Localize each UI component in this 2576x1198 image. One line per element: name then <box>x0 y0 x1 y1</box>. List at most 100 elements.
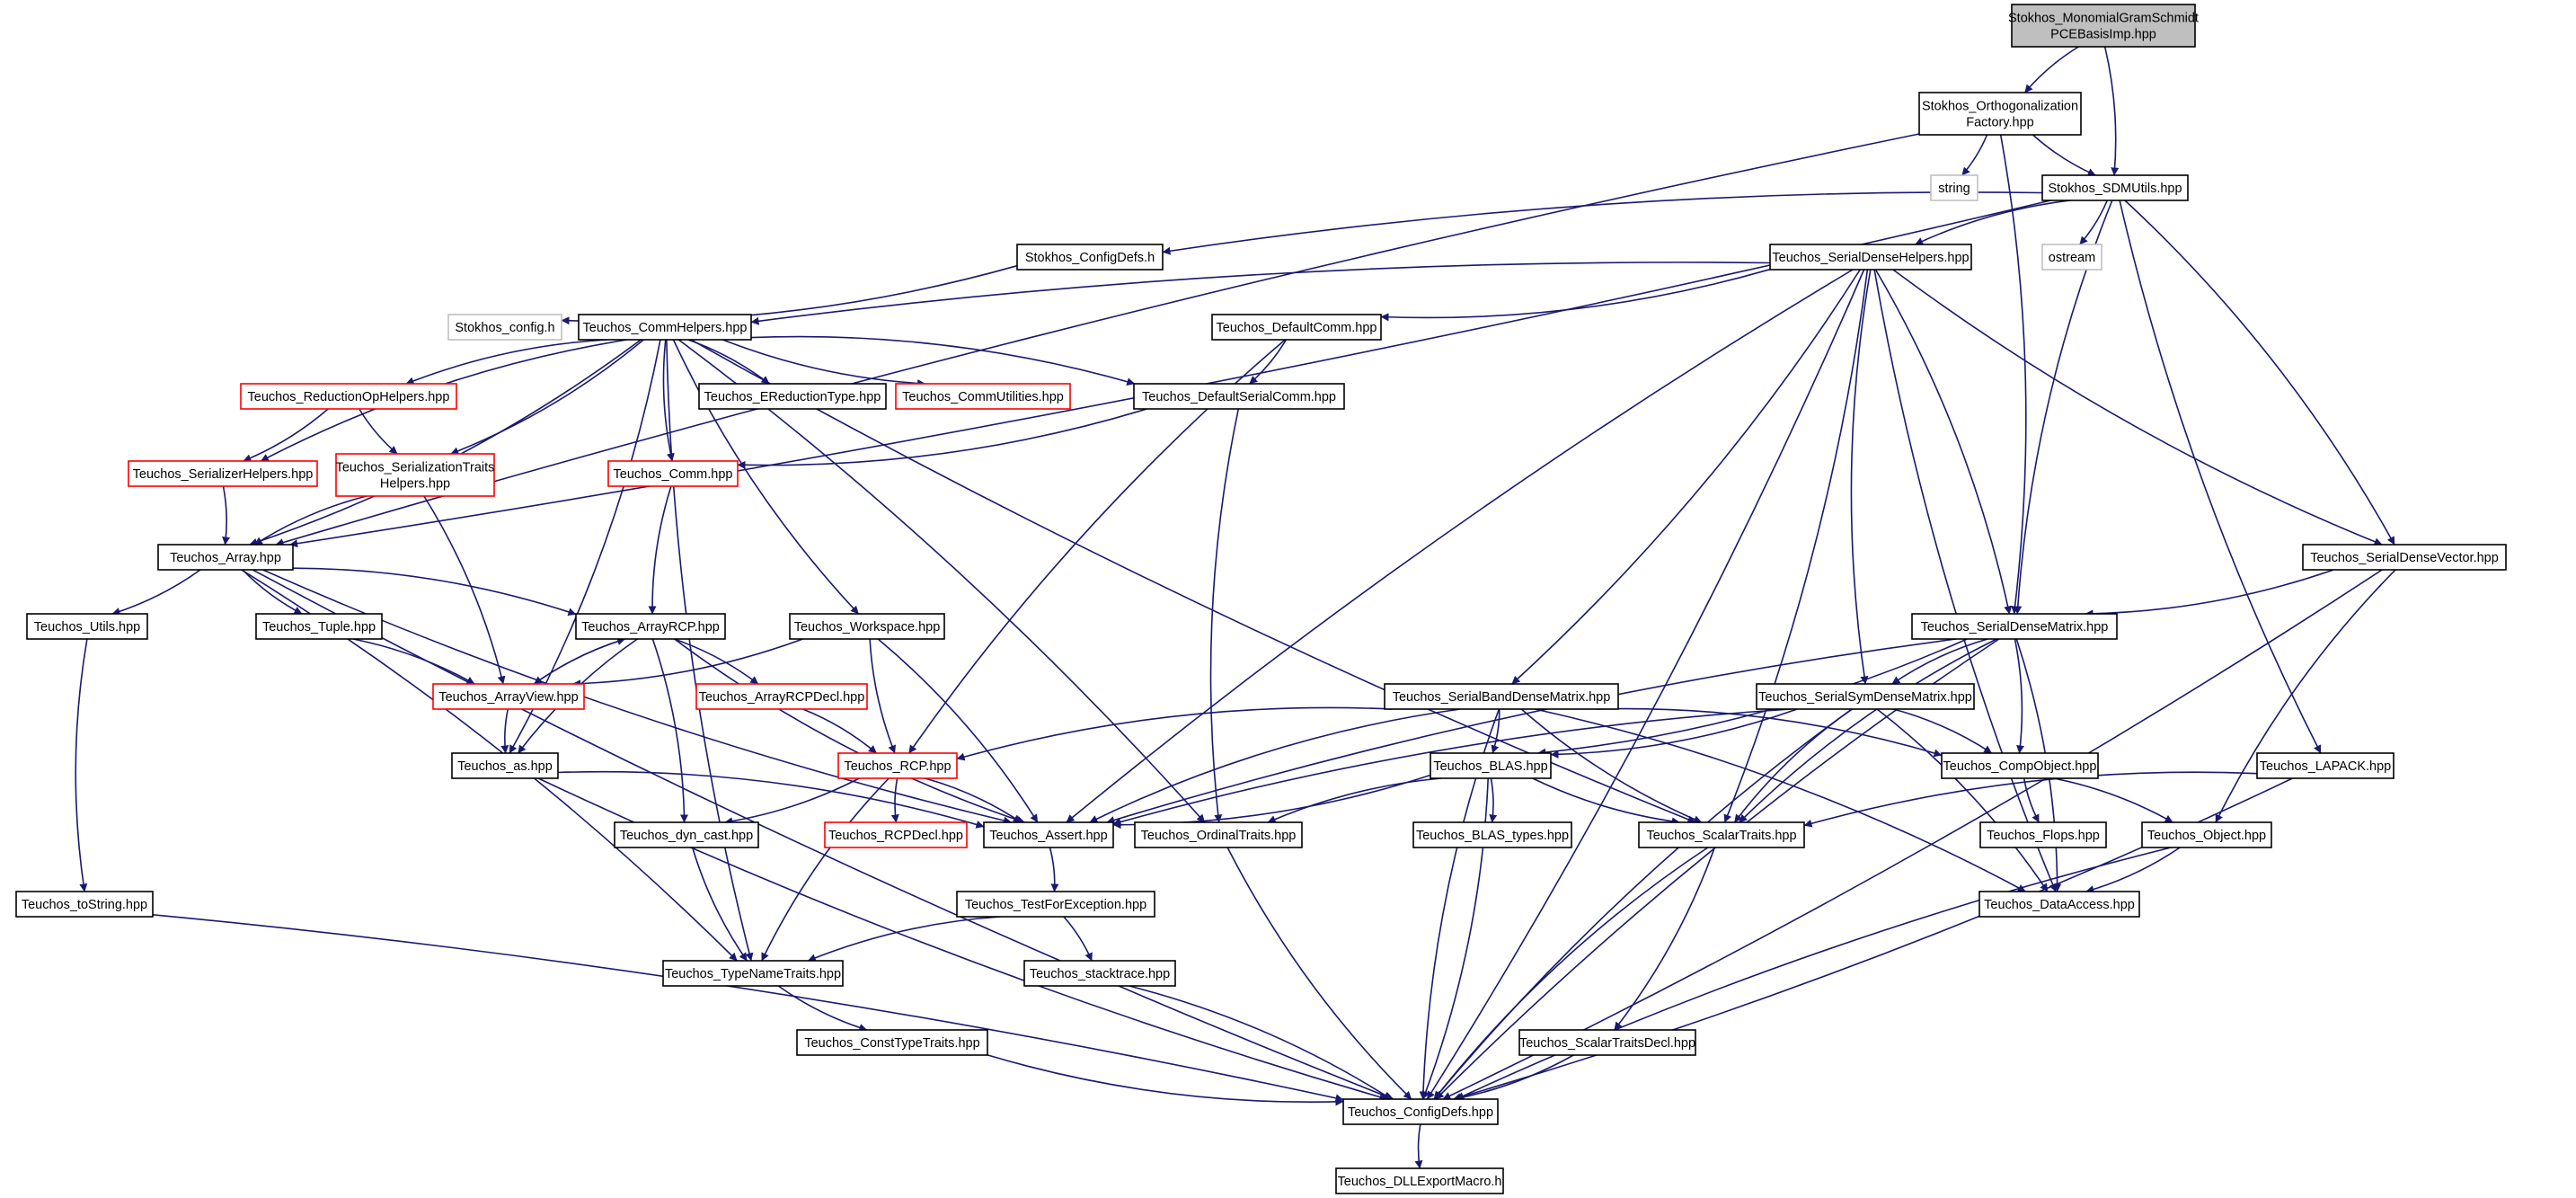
file-node-utils[interactable]: Teuchos_Utils.hpp <box>26 613 148 640</box>
file-node-dataaccess[interactable]: Teuchos_DataAccess.hpp <box>1978 891 2140 918</box>
file-node-typename[interactable]: Teuchos_TypeNameTraits.hpp <box>662 960 844 987</box>
file-node-serhelpers[interactable]: Teuchos_SerializerHelpers.hpp <box>128 460 318 487</box>
file-node-tostring[interactable]: Teuchos_toString.hpp <box>15 891 154 918</box>
file-node-serdensehelpers[interactable]: Teuchos_SerialDenseHelpers.hpp <box>1769 244 1972 271</box>
file-node-dyncast[interactable]: Teuchos_dyn_cast.hpp <box>614 821 759 848</box>
file-node-root[interactable]: Stokhos_MonomialGramSchmidtPCEBasisImp.h… <box>2008 4 2199 48</box>
node-label: Teuchos_BLAS.hpp <box>1433 759 1547 774</box>
file-node-stkconfigdefs[interactable]: Stokhos_ConfigDefs.h <box>1016 244 1164 271</box>
file-node-assert[interactable]: Teuchos_Assert.hpp <box>983 821 1114 848</box>
file-node-tuple[interactable]: Teuchos_Tuple.hpp <box>255 613 383 640</box>
include-edge <box>1162 191 2043 255</box>
file-node-commutil[interactable]: Teuchos_CommUtilities.hpp <box>895 383 1071 410</box>
include-edge <box>1532 777 1680 826</box>
file-node-array[interactable]: Teuchos_Array.hpp <box>157 544 294 571</box>
node-label: Teuchos_ScalarTraitsDecl.hpp <box>1519 1036 1695 1051</box>
include-edge <box>1426 269 1865 1100</box>
include-edge <box>292 567 577 617</box>
node-box <box>26 613 148 640</box>
file-node-consttype[interactable]: Teuchos_ConstTypeTraits.hpp <box>796 1029 988 1056</box>
file-node-ereduction[interactable]: Teuchos_EReductionType.hpp <box>698 383 887 410</box>
file-node-arrayrcpdecl[interactable]: Teuchos_ArrayRCPDecl.hpp <box>695 683 868 710</box>
node-label: Teuchos_CompObject.hpp <box>1943 759 2097 774</box>
file-node-dllexport[interactable]: Teuchos_DLLExportMacro.h <box>1335 1167 1504 1194</box>
file-node-stacktrace[interactable]: Teuchos_stacktrace.hpp <box>1023 960 1176 987</box>
include-edge <box>1089 708 1461 823</box>
node-label: Teuchos_SerialDenseHelpers.hpp <box>1772 251 1969 265</box>
file-node-compobject[interactable]: Teuchos_CompObject.hpp <box>1941 752 2099 779</box>
node-box <box>1335 1167 1504 1194</box>
include-edge <box>1614 847 1716 1031</box>
node-label: Factory.hpp <box>1966 116 2034 130</box>
node-box <box>1918 92 2082 136</box>
node-box <box>662 960 844 987</box>
include-edge <box>677 339 1206 823</box>
node-box <box>1978 891 2140 918</box>
include-edge <box>1209 408 1240 823</box>
include-edge <box>722 339 926 388</box>
node-box <box>837 752 958 779</box>
file-node-blas[interactable]: Teuchos_BLAS.hpp <box>1430 752 1552 779</box>
include-edge <box>1892 269 2383 546</box>
file-node-commhelpers[interactable]: Teuchos_CommHelpers.hpp <box>578 314 752 341</box>
include-edge <box>2124 200 2395 546</box>
include-edge <box>1537 638 1968 757</box>
file-node-sdmutils[interactable]: Stokhos_SDMUtils.hpp <box>2041 174 2189 201</box>
node-box <box>1911 613 2118 640</box>
include-edge <box>648 485 672 615</box>
file-node-arrayrcp[interactable]: Teuchos_ArrayRCP.hpp <box>575 613 726 640</box>
file-node-serdensematrix[interactable]: Teuchos_SerialDenseMatrix.hpp <box>1911 613 2118 640</box>
file-node-sersymmatrix[interactable]: Teuchos_SerialSymDenseMatrix.hpp <box>1756 683 1975 710</box>
include-edge <box>1511 269 1861 685</box>
file-node-serbandmatrix[interactable]: Teuchos_SerialBandDenseMatrix.hpp <box>1384 683 1619 710</box>
node-label: Teuchos_CommUtilities.hpp <box>902 390 1064 404</box>
file-node-defserialcomm[interactable]: Teuchos_DefaultSerialComm.hpp <box>1133 383 1345 410</box>
file-node-rcpdecl[interactable]: Teuchos_RCPDecl.hpp <box>824 821 968 848</box>
include-edge <box>1380 268 1771 322</box>
file-node-redophelpers[interactable]: Teuchos_ReductionOpHelpers.hpp <box>240 383 457 410</box>
include-edge <box>557 770 985 829</box>
file-node-scalartraits[interactable]: Teuchos_ScalarTraits.hpp <box>1638 821 1805 848</box>
file-node-testforexc[interactable]: Teuchos_TestForException.hpp <box>956 891 1155 918</box>
node-label: Teuchos_as.hpp <box>457 759 553 774</box>
include-edge <box>651 638 688 823</box>
include-edge <box>925 777 1022 823</box>
file-node-scalartraitsdecl[interactable]: Teuchos_ScalarTraitsDecl.hpp <box>1518 1029 1696 1056</box>
file-node-object[interactable]: Teuchos_Object.hpp <box>2141 821 2272 848</box>
node-box <box>2256 752 2395 779</box>
node-label: Teuchos_CommHelpers.hpp <box>583 321 748 335</box>
include-edge <box>2023 46 2079 93</box>
file-node-serdensevec[interactable]: Teuchos_SerialDenseVector.hpp <box>2302 544 2507 571</box>
node-label: Teuchos_Assert.hpp <box>989 829 1107 843</box>
file-node-rcp[interactable]: Teuchos_RCP.hpp <box>837 752 958 779</box>
file-node-workspace[interactable]: Teuchos_Workspace.hpp <box>789 613 945 640</box>
file-node-comm[interactable]: Teuchos_Comm.hpp <box>607 460 739 487</box>
node-box <box>789 613 945 640</box>
node-label: Teuchos_Object.hpp <box>2147 829 2266 843</box>
file-node-flops[interactable]: Teuchos_Flops.hpp <box>1979 821 2107 848</box>
node-box <box>1756 683 1975 710</box>
node-label: Teuchos_toString.hpp <box>22 898 147 912</box>
include-edge <box>673 638 759 685</box>
file-node-configdefs[interactable]: Teuchos_ConfigDefs.hpp <box>1342 1098 1499 1125</box>
include-edge <box>691 847 748 962</box>
include-edge <box>2119 200 2322 754</box>
file-node-as[interactable]: Teuchos_as.hpp <box>451 752 559 779</box>
file-node-ordinal[interactable]: Teuchos_OrdinalTraits.hpp <box>1134 821 1303 848</box>
node-box <box>614 821 759 848</box>
include-edge <box>2103 46 2120 176</box>
node-label: Teuchos_SerializationTraits <box>336 461 495 475</box>
file-node-defaultcomm[interactable]: Teuchos_DefaultComm.hpp <box>1211 314 1382 341</box>
include-edge <box>2085 847 2181 893</box>
file-node-lapack[interactable]: Teuchos_LAPACK.hpp <box>2256 752 2395 779</box>
file-node-arrayview[interactable]: Teuchos_ArrayView.hpp <box>432 683 585 710</box>
include-edge <box>75 638 88 892</box>
node-box <box>578 314 752 341</box>
node-label: Teuchos_Flops.hpp <box>1987 829 2100 843</box>
include-edge <box>222 485 231 546</box>
file-node-blastypes[interactable]: Teuchos_BLAS_types.hpp <box>1412 821 1572 848</box>
node-label: Teuchos_DefaultComm.hpp <box>1217 321 1377 335</box>
node-box <box>1930 174 1978 201</box>
